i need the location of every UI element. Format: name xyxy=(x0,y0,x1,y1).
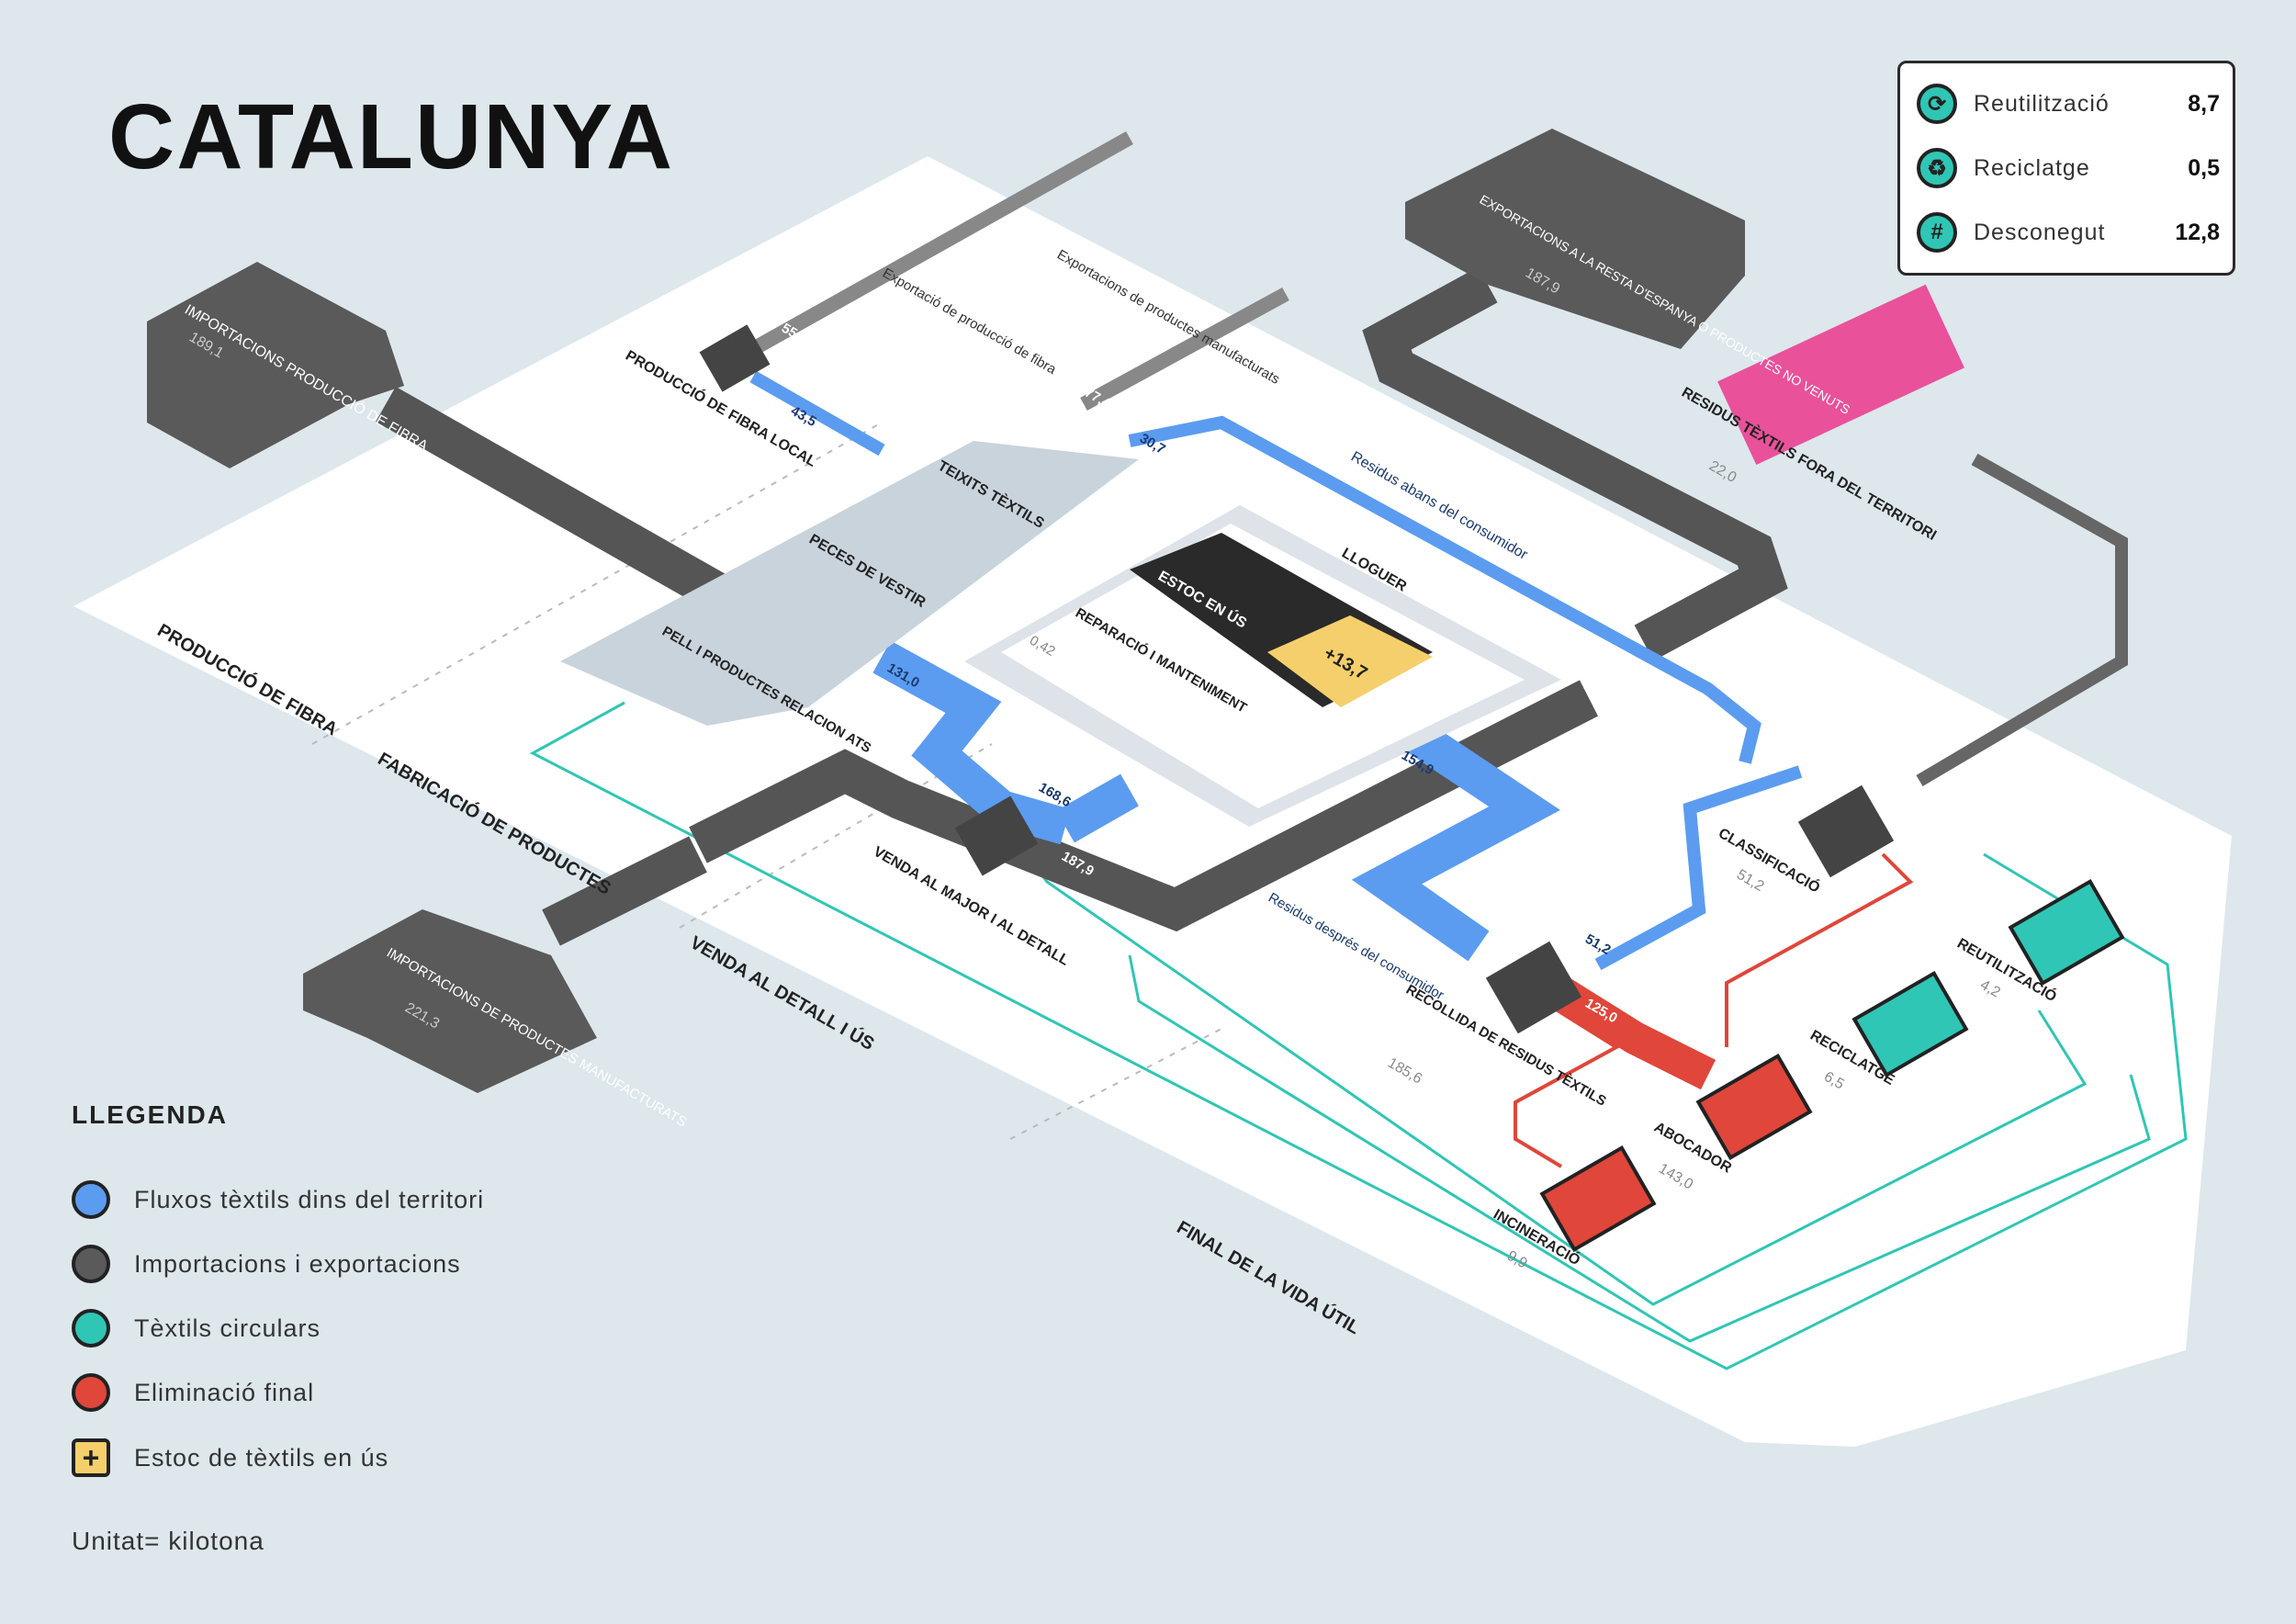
import-manufacturats-box xyxy=(303,909,597,1093)
legend-item-import-export: Importacions i exportacions xyxy=(72,1245,461,1283)
export-fibra-flow xyxy=(749,131,1133,355)
import-manufacturats-flow xyxy=(542,836,707,946)
legend-title: LLEGENDA xyxy=(72,1100,228,1129)
fora-value: 22,0 xyxy=(1706,458,1739,486)
legend-item-disposal: Eliminació final xyxy=(72,1373,314,1412)
producte-venda-flow xyxy=(872,640,1071,845)
callout-value: 0,5 xyxy=(2188,154,2220,181)
callout-label: Desconegut xyxy=(1974,219,2106,245)
venda-export-flow xyxy=(689,680,1599,932)
legend-item-stock: + Estoc de tèxtils en ús xyxy=(72,1438,388,1477)
callout-row-unknown: # Desconegut 12,8 xyxy=(1917,212,2220,253)
abocador-flow xyxy=(1552,977,1716,1090)
legend-label: Importacions i exportacions xyxy=(134,1249,461,1278)
legend-swatch xyxy=(72,1373,110,1412)
unknown-icon: # xyxy=(1917,212,1957,253)
legend-item-circular: Tèxtils circulars xyxy=(72,1309,321,1348)
reuse-icon: ⟳ xyxy=(1917,84,1957,124)
legend-swatch xyxy=(72,1309,110,1348)
callout-row-recycle: ♻ Reciclatge 0,5 xyxy=(1917,148,2220,188)
teixits-flow xyxy=(1128,415,1761,764)
fora-node xyxy=(1717,284,1964,466)
callout-label: Reutilització xyxy=(1974,90,2110,117)
reciclatge-node xyxy=(1851,970,1969,1078)
fibra-local-node xyxy=(699,324,771,392)
abocador-node xyxy=(1695,1053,1813,1161)
unit-note: Unitat= kilotona xyxy=(72,1527,264,1555)
stage-divider xyxy=(1009,1028,1222,1140)
callout-row-reuse: ⟳ Reutilització 8,7 xyxy=(1917,84,2220,124)
recollida-node xyxy=(1485,941,1582,1034)
legend-label: Tèxtils circulars xyxy=(134,1314,321,1342)
estoc-recollida-flow xyxy=(1351,719,1560,962)
fabricacio-group xyxy=(560,441,1139,726)
legend-swatch xyxy=(72,1180,110,1219)
page-title: CATALUNYA xyxy=(108,85,675,188)
espanya-export-flow xyxy=(1362,266,1788,661)
circular-line xyxy=(1128,954,2151,1343)
stage-divider xyxy=(311,422,883,745)
venda-node xyxy=(954,795,1039,876)
callout-value: 8,7 xyxy=(2188,90,2220,117)
incineracio-node xyxy=(1539,1145,1657,1253)
legend-label: Estoc de tèxtils en ús xyxy=(134,1443,389,1472)
plus-icon: + xyxy=(72,1438,110,1477)
platform xyxy=(73,156,2232,1447)
import-fibra-box xyxy=(147,262,404,468)
classificacio-node xyxy=(1797,784,1895,878)
classificacio-flow xyxy=(1594,765,1803,971)
incineracio-flow xyxy=(1514,999,1620,1168)
legend-item-internal: Fluxos tèxtils dins del territori xyxy=(72,1180,484,1219)
callout-value: 12,8 xyxy=(2175,219,2220,245)
legend-label: Eliminació final xyxy=(134,1378,315,1406)
reutilitzacio-node xyxy=(2008,878,2125,987)
export-espanya-box xyxy=(1405,129,1745,349)
stage-divider xyxy=(679,743,993,929)
fora-breakdown-callout: ⟳ Reutilització 8,7 ♻ Reciclatge 0,5 # D… xyxy=(1897,61,2235,276)
legend-swatch xyxy=(72,1245,110,1283)
fibra-local-flow xyxy=(749,370,885,457)
export-manufacturats-flow xyxy=(1080,287,1289,412)
fora-flow xyxy=(1916,453,2128,787)
circular-line xyxy=(529,701,2188,1370)
legend-label: Fluxos tèxtils dins del territori xyxy=(134,1185,485,1213)
venda-ús-flow xyxy=(1056,773,1139,843)
recycle-icon: ♻ xyxy=(1917,148,1957,188)
callout-label: Reciclatge xyxy=(1974,154,2090,181)
estoc-inner xyxy=(1001,524,1525,808)
classif-abocador-flow xyxy=(1725,852,1914,1047)
estoc-delta-box xyxy=(1267,615,1433,707)
